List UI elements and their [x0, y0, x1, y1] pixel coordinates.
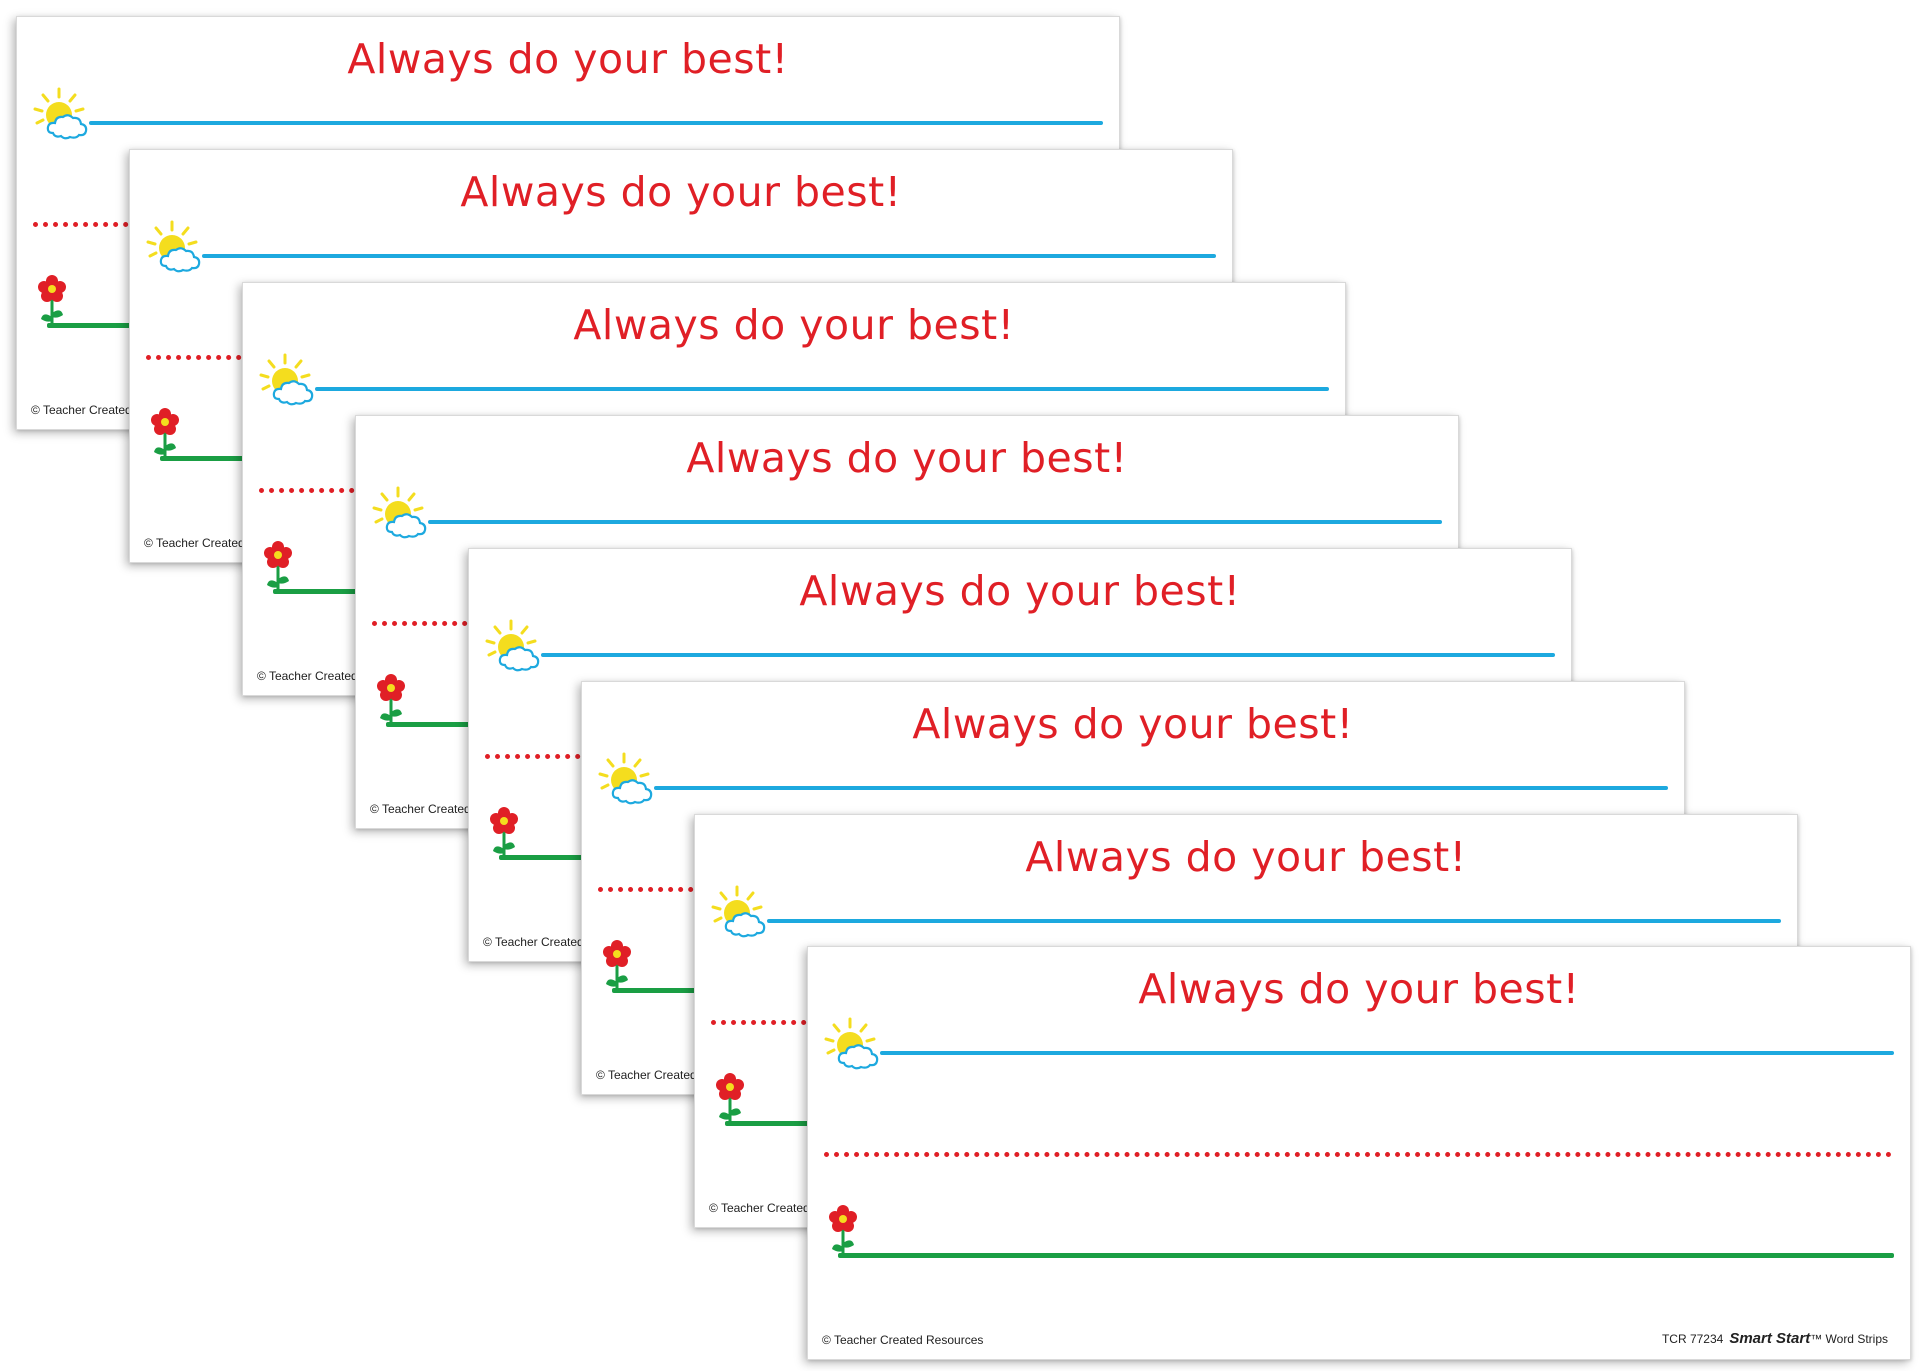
bottom-solid-line	[838, 1253, 1894, 1258]
flower-icon	[151, 408, 179, 460]
sun-with-cloud-icon	[598, 752, 653, 805]
flower-icon	[829, 1205, 857, 1257]
flower-icon	[603, 940, 631, 992]
flower-icon	[38, 275, 66, 327]
strip-title: Always do your best!	[1138, 965, 1580, 1013]
product-name: Word Strips	[1825, 1332, 1888, 1346]
strip-title: Always do your best!	[686, 434, 1128, 482]
strip-title: Always do your best!	[573, 301, 1015, 349]
top-solid-line	[202, 254, 1216, 258]
strip-title: Always do your best!	[912, 700, 1354, 748]
flower-icon	[716, 1073, 744, 1125]
product-info: TCR 77234 Smart Start™ Word Strips	[1662, 1330, 1888, 1347]
middle-dotted-line	[824, 1152, 1892, 1157]
top-solid-line	[428, 520, 1442, 524]
top-solid-line	[767, 919, 1781, 923]
trademark-symbol: ™	[1810, 1332, 1823, 1346]
flower-icon	[377, 674, 405, 726]
flower-icon	[264, 541, 292, 593]
flower-icon	[490, 807, 518, 859]
top-solid-line	[654, 786, 1668, 790]
sun-with-cloud-icon	[372, 486, 427, 539]
sun-with-cloud-icon	[824, 1017, 879, 1070]
strip-title: Always do your best!	[347, 35, 789, 83]
product-brand: Smart Start	[1729, 1330, 1811, 1347]
sun-with-cloud-icon	[259, 353, 314, 406]
sun-with-cloud-icon	[711, 885, 766, 938]
strip-title: Always do your best!	[460, 168, 902, 216]
strip-title: Always do your best!	[799, 567, 1241, 615]
product-code: TCR 77234	[1661, 1332, 1724, 1346]
top-solid-line	[315, 387, 1329, 391]
sun-with-cloud-icon	[485, 619, 540, 672]
word-strip-front: Always do your best! © Teacher Created R…	[807, 946, 1911, 1360]
sun-with-cloud-icon	[146, 220, 201, 273]
sun-with-cloud-icon	[33, 87, 88, 140]
top-solid-line	[880, 1051, 1894, 1055]
strip-title: Always do your best!	[1025, 833, 1467, 881]
top-solid-line	[541, 653, 1555, 657]
copyright-text: © Teacher Created Resources	[822, 1333, 984, 1347]
top-solid-line	[89, 121, 1103, 125]
